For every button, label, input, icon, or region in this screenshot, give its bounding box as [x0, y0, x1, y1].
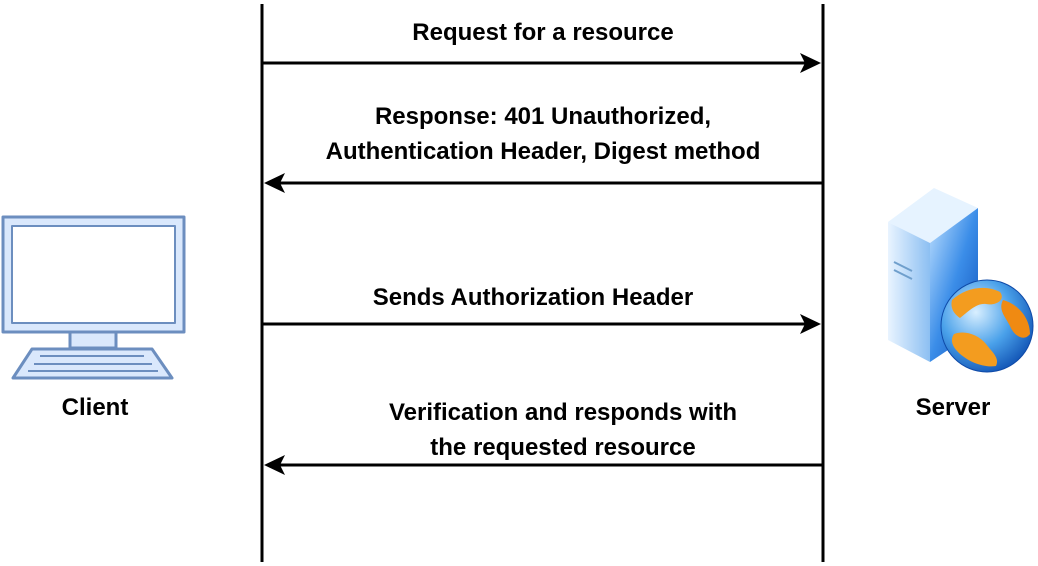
message-arrow-request — [263, 53, 821, 73]
message-arrow-resource-response — [264, 455, 822, 475]
web-server-globe-icon — [888, 188, 1034, 373]
message-label-request: Request for a resource — [412, 19, 674, 46]
message-label-authorization: Sends Authorization Header — [372, 284, 694, 311]
client-label: Client — [61, 394, 129, 421]
message-arrow-authorization — [263, 314, 821, 334]
computer-monitor-icon — [1, 215, 186, 380]
message-label-401-response: Response: 401 Unauthorized, Authenticati… — [325, 103, 761, 165]
message-label-resource-response: Verification and responds with the reque… — [388, 399, 738, 461]
message-arrow-401-response — [264, 173, 822, 193]
server-label: Server — [915, 394, 991, 421]
